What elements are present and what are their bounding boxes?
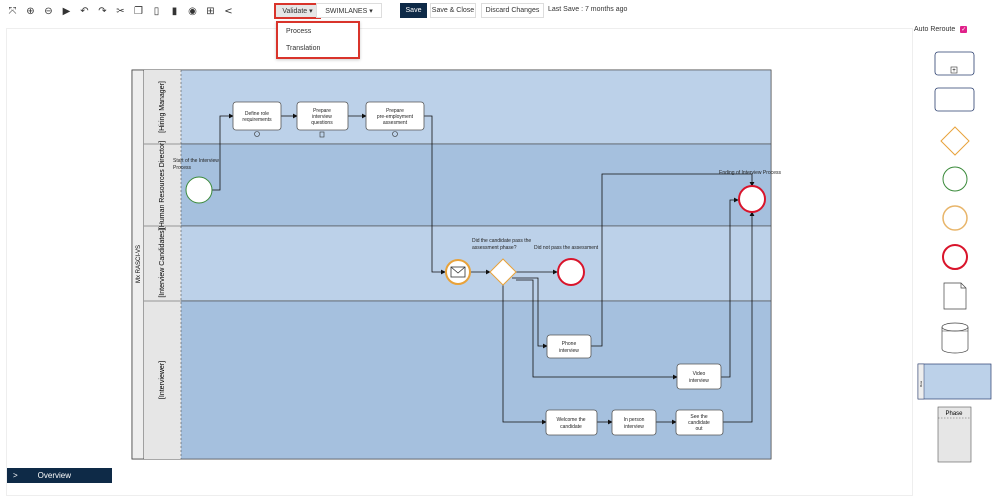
exclusive-gateway[interactable] bbox=[489, 258, 517, 286]
play-icon[interactable]: ▶ bbox=[62, 5, 71, 17]
svg-text:+: + bbox=[952, 68, 956, 74]
svg-text:pre-employment: pre-employment bbox=[377, 114, 414, 120]
task-video-interview[interactable] bbox=[676, 363, 722, 390]
overview-label: Overview bbox=[37, 471, 72, 480]
palette-end-event[interactable] bbox=[942, 244, 968, 270]
lane-hr-director[interactable] bbox=[143, 143, 772, 227]
task-prepare-assessment[interactable] bbox=[365, 101, 425, 131]
undo-icon[interactable]: ↶ bbox=[80, 5, 89, 17]
info-icon bbox=[254, 131, 260, 137]
palette-start-event[interactable] bbox=[942, 166, 968, 192]
task-phone-interview[interactable] bbox=[546, 334, 592, 359]
cut-icon[interactable]: ✂ bbox=[116, 5, 125, 17]
svg-text:Phone: Phone bbox=[562, 341, 577, 347]
zoom-out-icon[interactable]: ⊖ bbox=[44, 5, 53, 17]
end-event[interactable] bbox=[738, 185, 766, 213]
end-event-not-passed[interactable] bbox=[557, 258, 585, 286]
task-define-role[interactable] bbox=[232, 101, 282, 131]
toolbar: ⤧ ⊕ ⊖ ▶ ↶ ↷ ✂ ❐ ▯ ▮ ◉ ⊞ < bbox=[0, 0, 1000, 22]
lane-interviewer[interactable] bbox=[143, 300, 772, 460]
pool-label: Mx RASCI-VS bbox=[136, 245, 142, 283]
svg-text:Row: Row bbox=[919, 380, 923, 387]
svg-text:Video: Video bbox=[693, 371, 706, 377]
grid-icon[interactable]: ⊞ bbox=[206, 5, 215, 17]
svg-text:assessment phase?: assessment phase? bbox=[472, 245, 517, 251]
svg-text:interview: interview bbox=[312, 114, 332, 120]
svg-text:Process: Process bbox=[173, 165, 192, 171]
palette-phase[interactable] bbox=[937, 406, 972, 463]
svg-text:questions: questions bbox=[311, 120, 333, 126]
menu-item-process[interactable]: Process bbox=[286, 28, 312, 35]
svg-text:candidate: candidate bbox=[688, 420, 710, 426]
start-event[interactable] bbox=[185, 176, 213, 204]
svg-text:out: out bbox=[696, 426, 704, 432]
chevron-right-icon: > bbox=[13, 471, 18, 480]
swimlanes-dropdown[interactable]: SWIMLANES ▾ bbox=[316, 3, 382, 18]
not-pass-annotation: Did not pass the assessment bbox=[534, 245, 599, 251]
palette-task[interactable] bbox=[934, 87, 975, 112]
palette-subprocess[interactable] bbox=[934, 51, 975, 76]
discard-changes-button[interactable]: Discard Changes bbox=[481, 3, 544, 18]
svg-text:assesment: assesment bbox=[383, 120, 408, 126]
zoom-in-icon[interactable]: ⊕ bbox=[26, 5, 35, 17]
info-icon bbox=[392, 131, 398, 137]
svg-text:Define role: Define role bbox=[245, 111, 269, 117]
save-button[interactable]: Save bbox=[400, 3, 427, 18]
svg-text:Phase: Phase bbox=[945, 411, 963, 417]
svg-text:interview: interview bbox=[689, 378, 709, 384]
auto-reroute-checkbox[interactable]: ✓ bbox=[960, 26, 968, 33]
auto-reroute[interactable]: Auto Reroute ✓ bbox=[914, 26, 968, 33]
lane-label-hiring-manager: [Hiring Manager] bbox=[159, 81, 166, 133]
redo-icon[interactable]: ↷ bbox=[98, 5, 107, 17]
validate-menu: Process Translation bbox=[276, 21, 360, 59]
svg-text:requirements: requirements bbox=[242, 117, 272, 123]
lane-label-interviewer: [Interviewer] bbox=[159, 361, 166, 399]
svg-text:Prepare: Prepare bbox=[313, 108, 331, 114]
task-see-out[interactable] bbox=[675, 409, 724, 436]
share-icon[interactable]: < bbox=[224, 5, 233, 17]
auto-reroute-label: Auto Reroute bbox=[914, 26, 956, 33]
document-icon bbox=[319, 131, 325, 138]
svg-text:interview: interview bbox=[559, 348, 579, 354]
svg-text:Prepare: Prepare bbox=[386, 108, 404, 114]
palette-intermediate-event[interactable] bbox=[942, 205, 968, 231]
paste-icon[interactable]: ▯ bbox=[153, 5, 160, 17]
task-in-person[interactable] bbox=[611, 409, 657, 436]
lane-label-candidates: [Interview Candidates] bbox=[159, 228, 166, 297]
palette-gateway[interactable] bbox=[940, 126, 970, 156]
gateway-annotation: Did the candidate pass the bbox=[472, 238, 531, 244]
palette-data-store[interactable] bbox=[941, 327, 969, 354]
svg-text:In person: In person bbox=[624, 417, 645, 423]
last-save-text: Last Save : 7 months ago bbox=[548, 6, 628, 13]
svg-text:interview: interview bbox=[624, 424, 644, 430]
copy-icon[interactable]: ❐ bbox=[134, 5, 143, 17]
save-close-button[interactable]: Save & Close bbox=[430, 3, 476, 18]
palette-data-object[interactable] bbox=[943, 282, 967, 310]
task-prepare-questions[interactable] bbox=[296, 101, 349, 131]
end-annotation: Ending of Interview Process bbox=[719, 170, 781, 176]
shape-palette: + Row Phase bbox=[917, 51, 992, 463]
svg-text:See the: See the bbox=[690, 414, 707, 420]
diagram-canvas[interactable] bbox=[6, 28, 913, 496]
svg-text:candidate: candidate bbox=[560, 424, 582, 430]
delete-icon[interactable]: ▮ bbox=[171, 5, 178, 17]
menu-item-translation[interactable]: Translation bbox=[286, 45, 321, 52]
fit-icon[interactable]: ⤧ bbox=[8, 5, 17, 17]
svg-text:Welcome the: Welcome the bbox=[556, 417, 585, 423]
lane-label-hr-director: [Human Resources Director] bbox=[159, 141, 166, 229]
envelope-icon bbox=[450, 266, 466, 278]
task-welcome[interactable] bbox=[545, 409, 598, 436]
paint-icon[interactable]: ◉ bbox=[188, 5, 197, 17]
palette-row-lane[interactable] bbox=[917, 363, 992, 400]
start-annotation: Start of the Interview bbox=[173, 158, 219, 164]
overview-bar[interactable]: > Overview bbox=[7, 468, 112, 483]
